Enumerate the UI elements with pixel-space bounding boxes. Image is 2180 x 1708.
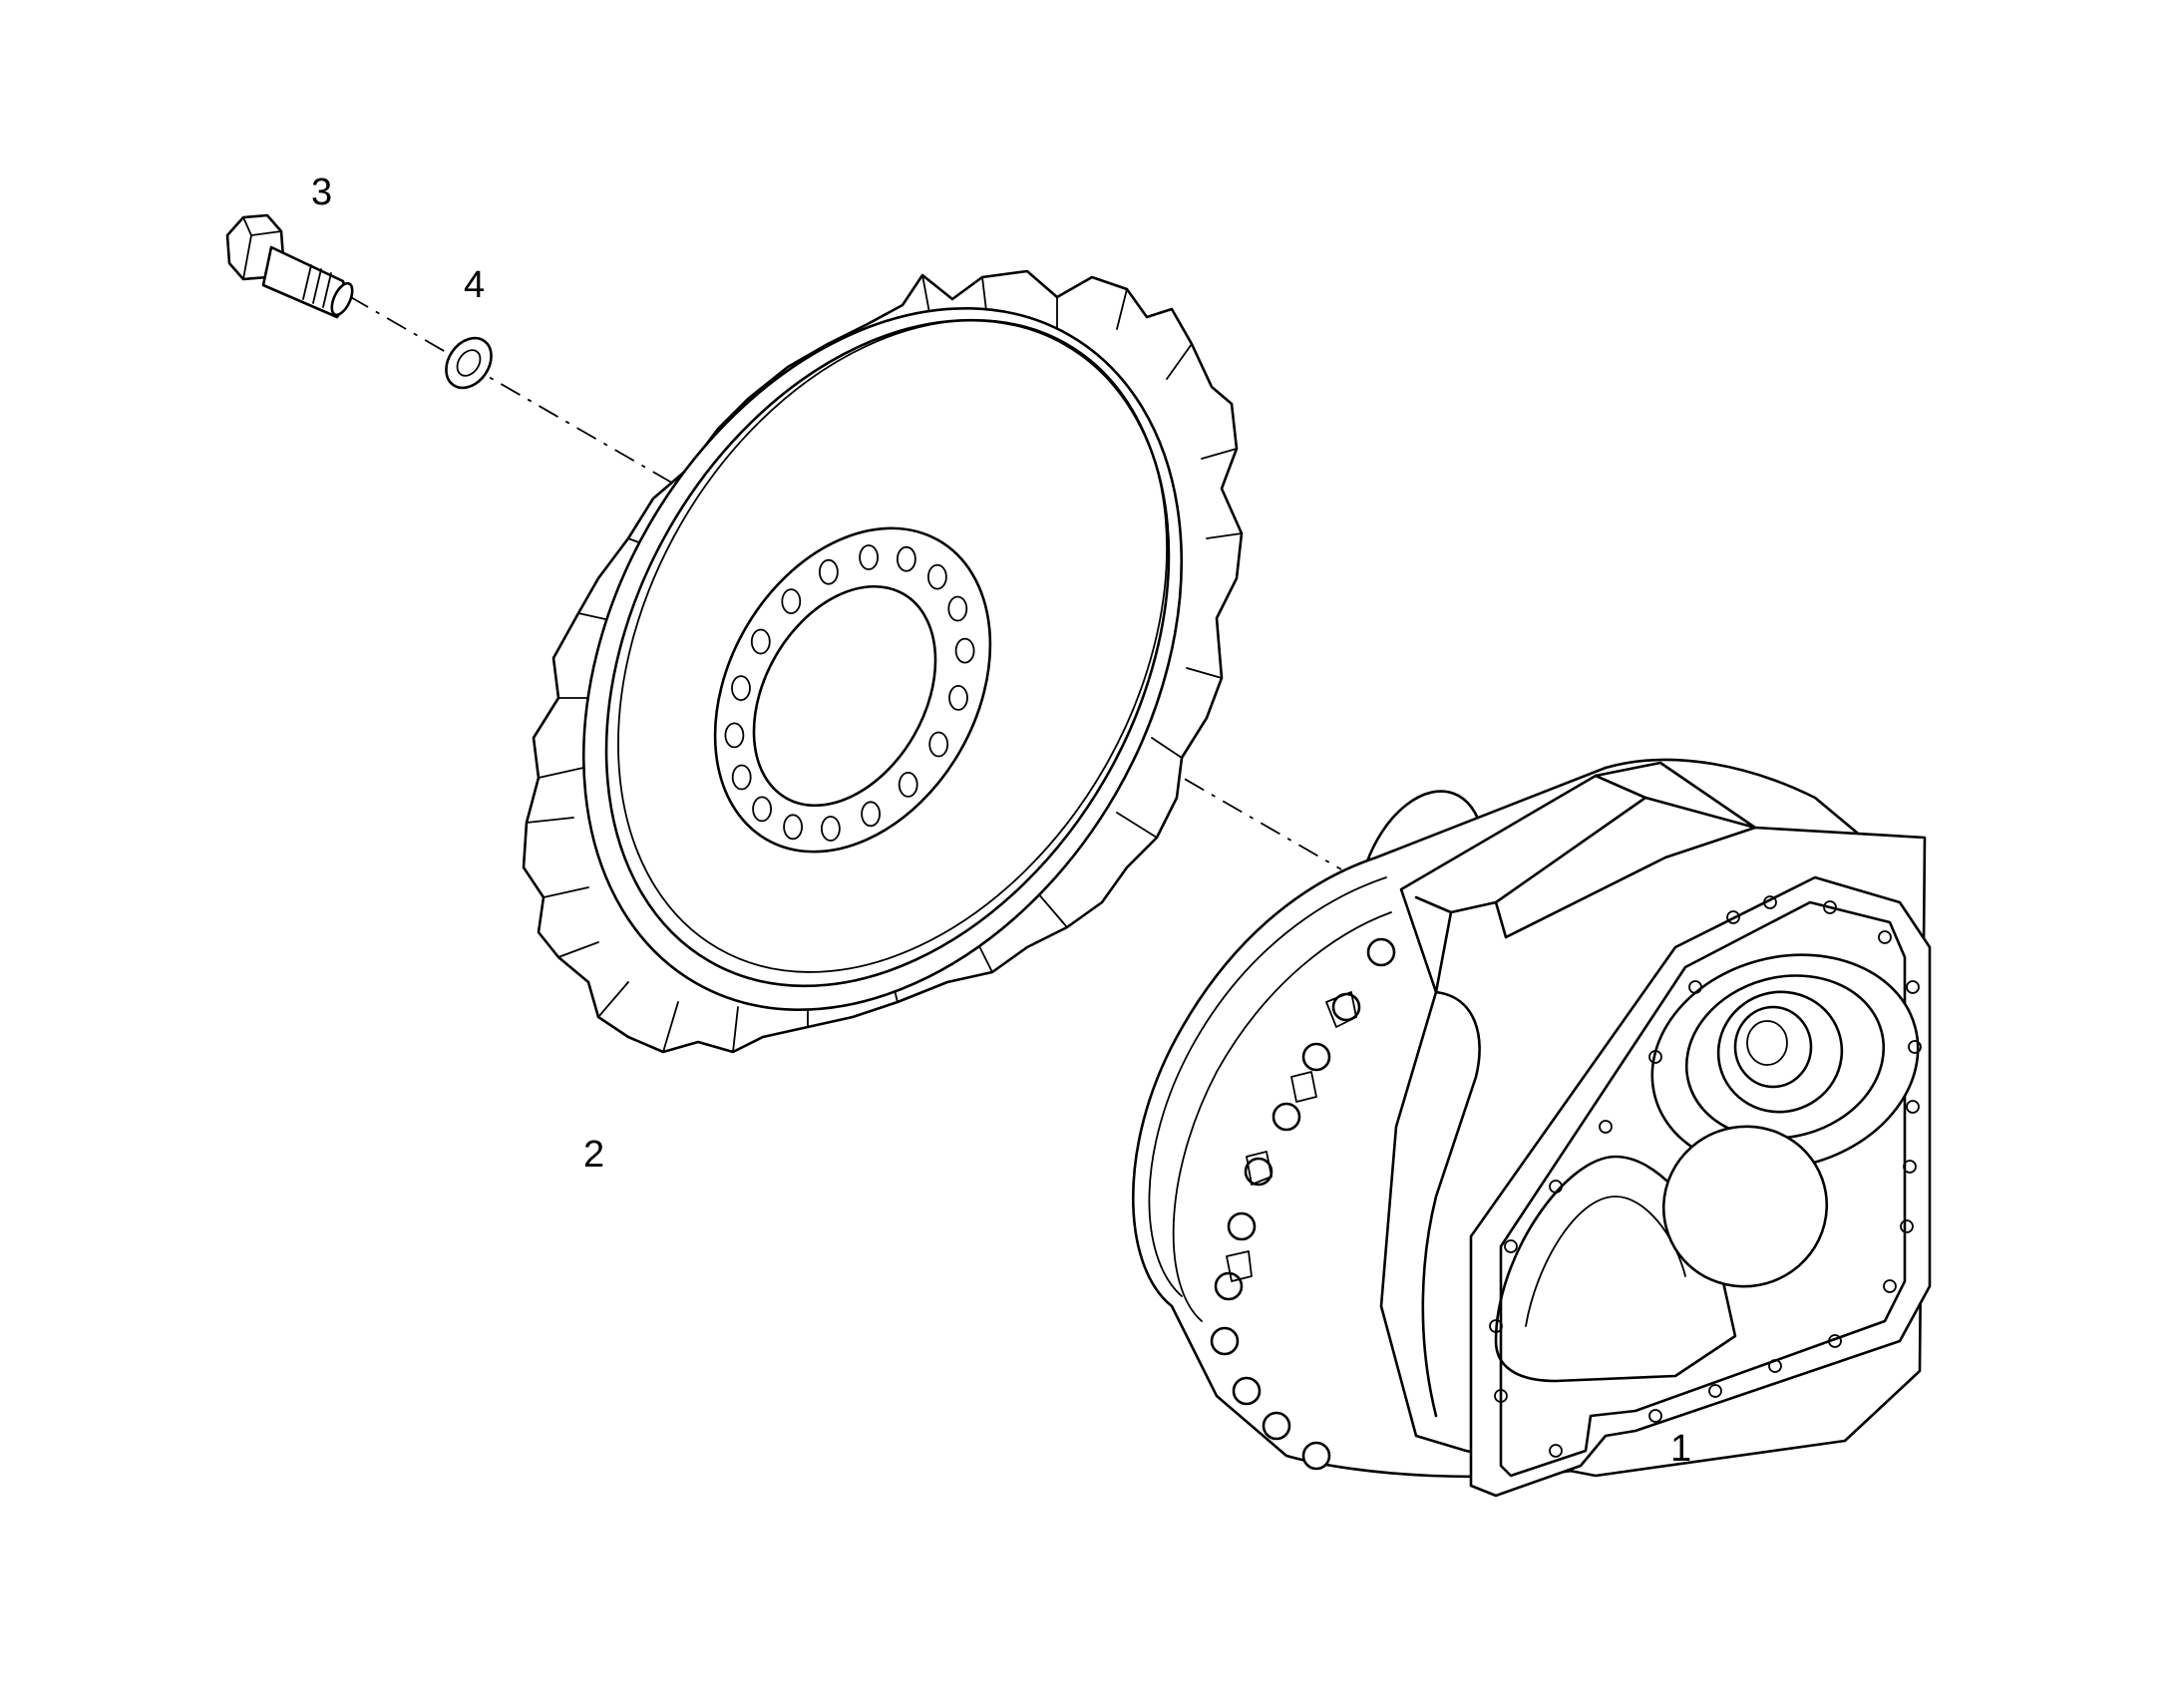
cover-bolt-hole [1599, 1120, 1613, 1134]
cover-bolt-hole [1708, 1384, 1722, 1398]
bolt-hole [783, 814, 803, 841]
cover-bolt-hole [1688, 980, 1702, 994]
bolt-hole [724, 722, 745, 749]
callout-part-3: 3 [311, 171, 332, 213]
washer-icon [445, 336, 493, 390]
cover-bolt-hole [1763, 895, 1777, 909]
callout-part-4: 4 [464, 264, 485, 306]
flange-bolt [1301, 1441, 1331, 1471]
cover-bolt-hole [1489, 1319, 1503, 1333]
cover-bolt-hole [1903, 1160, 1917, 1174]
cover-bolt-hole [1648, 1409, 1662, 1423]
cover-bolt-hole [1828, 1334, 1842, 1348]
bolt-hole [859, 544, 879, 570]
callout-part-1: 1 [1670, 1428, 1691, 1470]
cover-bolts [1489, 895, 1922, 1458]
flange-bolt [1244, 1157, 1273, 1187]
final-drive-gearbox-icon [1131, 758, 1932, 1498]
bolt-hole [731, 764, 752, 791]
flange-bolt [1366, 937, 1396, 967]
bolt-hole [750, 628, 771, 655]
flange-bolt [1262, 1411, 1291, 1441]
bolt-hole [927, 563, 947, 590]
cover-bolt-hole [1906, 1100, 1920, 1114]
flange-bolt [1301, 1042, 1331, 1072]
flange-bolt [1232, 1376, 1262, 1406]
drive-sprocket-icon [522, 269, 1244, 1054]
cover-bolt-hole [1906, 980, 1920, 994]
flange-bolt [1210, 1326, 1240, 1356]
cover-bolt-hole [1883, 1279, 1897, 1293]
bolt-hole [819, 558, 839, 585]
sprocket-bolt-holes [724, 544, 975, 842]
flange-bolt [1272, 1102, 1301, 1132]
cover-bolt-hole [1878, 930, 1892, 944]
cover-bolt-hole [1648, 1050, 1662, 1064]
cover-bolt-hole [1900, 1219, 1914, 1233]
flange-bolt [1214, 1271, 1244, 1301]
bolt-hole [897, 545, 916, 572]
bolt-hole [752, 796, 772, 823]
hex-bolt-icon [225, 213, 354, 319]
bolt-hole [954, 637, 975, 664]
cover-bolt-hole [1908, 1040, 1922, 1054]
bolt-hole [928, 731, 949, 758]
cover-bolt-hole [1494, 1389, 1508, 1403]
bolt-hole [821, 816, 841, 842]
cover-bolt-hole [1549, 1444, 1563, 1458]
bolt-hole [947, 595, 968, 622]
bolt-hole [948, 685, 968, 711]
cover-bolt-hole [1768, 1359, 1782, 1373]
cover-bolt-hole [1823, 900, 1837, 914]
cover-bolt-hole [1504, 1239, 1518, 1253]
callout-part-2: 2 [583, 1134, 604, 1176]
cover-bolt-hole [1726, 910, 1740, 924]
bolt-hole [898, 772, 918, 798]
flange-bolts [1210, 937, 1396, 1471]
bolt-hole [781, 588, 802, 614]
cover-bolt-hole [1549, 1180, 1563, 1194]
flange-bolt [1227, 1211, 1257, 1241]
bolt-hole [861, 801, 881, 828]
bolt-hole [731, 675, 751, 701]
